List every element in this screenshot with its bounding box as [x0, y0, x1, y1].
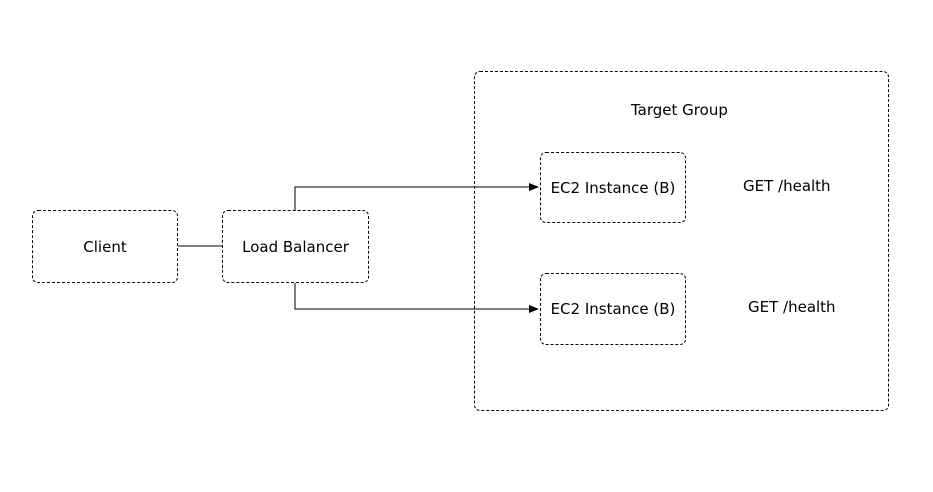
health-check-top-label: GET /health: [743, 177, 831, 195]
ec2-instance-top-label: EC2 Instance (B): [550, 178, 676, 197]
load-balancer-node: Load Balancer: [222, 210, 369, 283]
health-check-bottom-label: GET /health: [748, 298, 836, 316]
ec2-instance-bottom-label: EC2 Instance (B): [550, 300, 676, 318]
client-node: Client: [32, 210, 178, 283]
lb-to-instance-top-arrow: [294, 183, 539, 210]
target-group-container: [474, 71, 889, 411]
client-label: Client: [83, 237, 127, 256]
ec2-instance-bottom: EC2 Instance (B): [540, 273, 686, 345]
target-group-title: Target Group: [631, 101, 728, 119]
lb-to-instance-bottom-arrow: [294, 283, 539, 313]
load-balancer-label: Load Balancer: [242, 237, 349, 256]
ec2-instance-top: EC2 Instance (B): [540, 152, 686, 223]
